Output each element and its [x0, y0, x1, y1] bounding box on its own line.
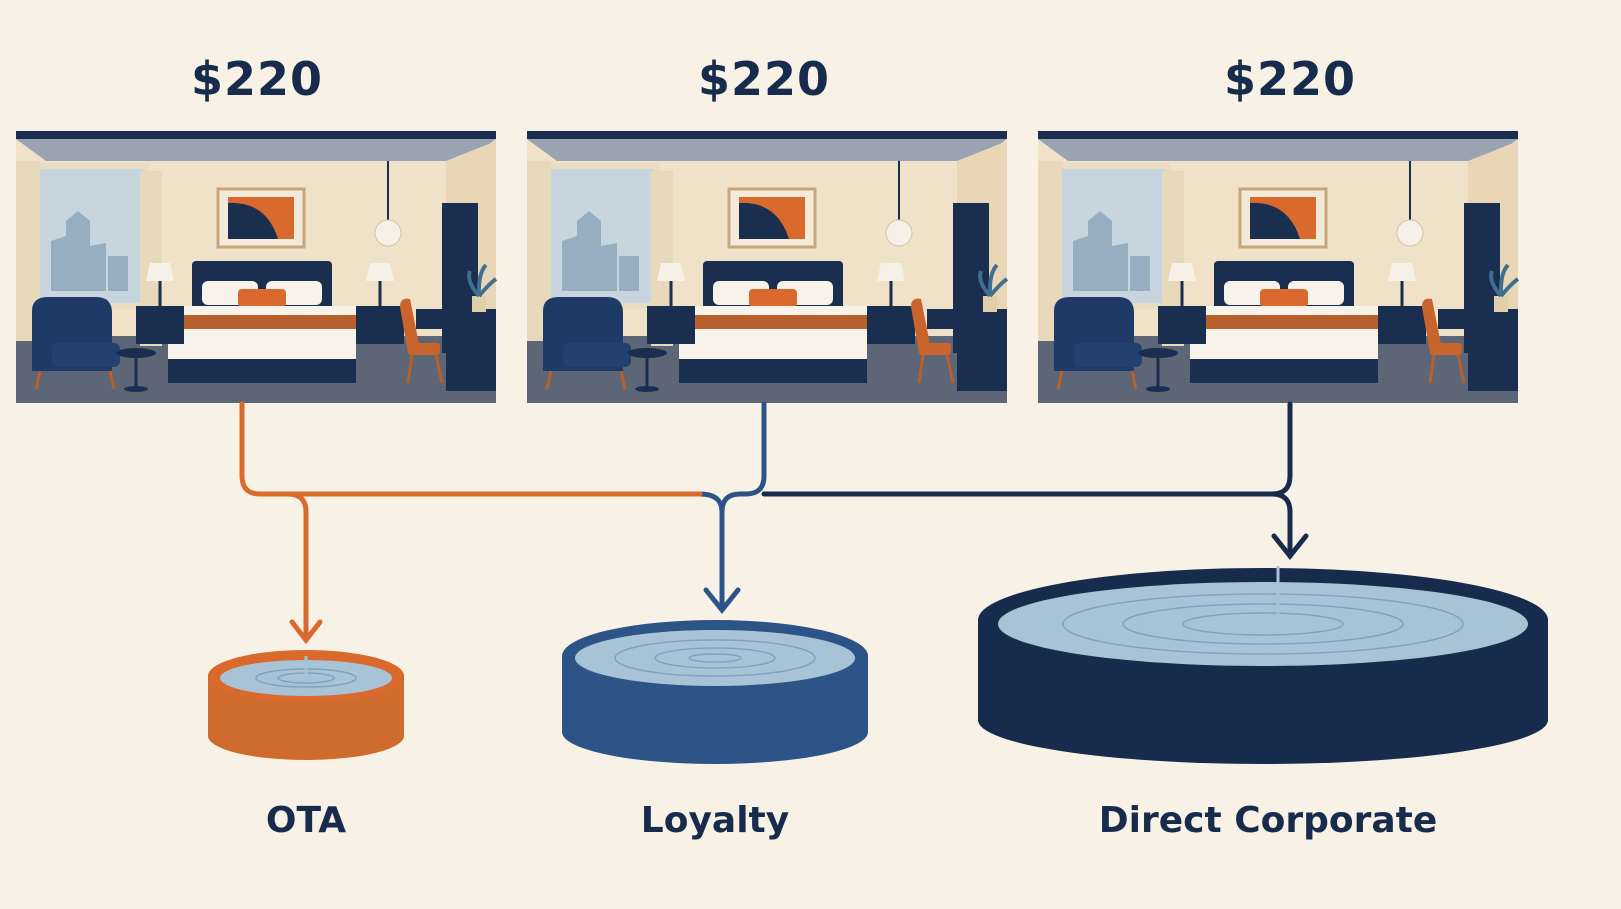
channel-label-direct-corporate: Direct Corporate [1098, 800, 1438, 841]
channel-label-loyalty: Loyalty [640, 800, 790, 841]
arrow-head-orange [289, 619, 323, 645]
room-illustration-2 [527, 131, 1007, 403]
room-illustration-1 [16, 131, 496, 403]
loyalty-basin [562, 620, 868, 764]
room-2-price: $220 [697, 52, 831, 106]
direct-corporate-basin [978, 566, 1548, 764]
ota-basin [208, 650, 404, 760]
flow-line-orange [239, 401, 703, 497]
flow-line-blue [719, 401, 767, 609]
room-3-price: $220 [1223, 52, 1357, 106]
room-illustration-3 [1038, 131, 1518, 403]
arrow-head-navy [1271, 533, 1309, 561]
room-1-price: $220 [190, 52, 324, 106]
flow-line-navy [761, 401, 1293, 497]
flow-lines [239, 401, 1309, 645]
arrow-head-blue [703, 587, 741, 615]
channel-label-ota: OTA [265, 800, 347, 841]
